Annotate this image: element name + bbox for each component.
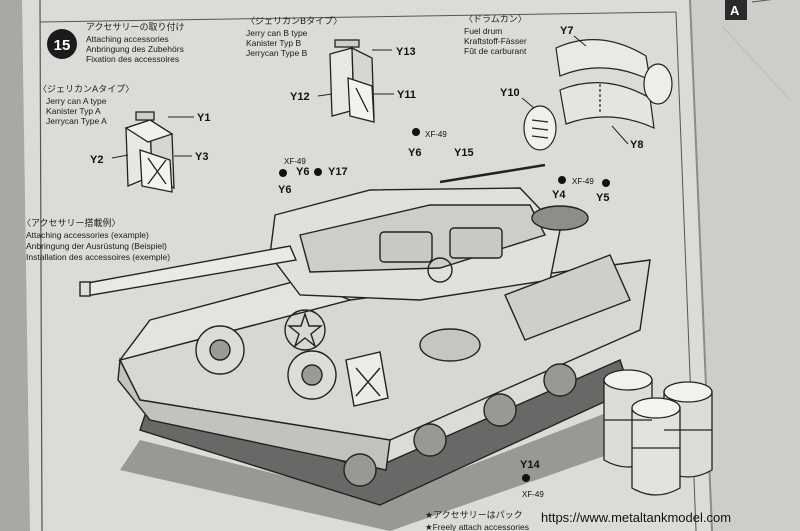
jerry-a-title-jp: 〈ジェリカンAタイプ〉 xyxy=(38,84,134,95)
paint-code-xf49-c: XF-49 xyxy=(572,177,594,186)
part-label-y11: Y11 xyxy=(397,89,416,101)
step-title-de: Anbringung des Zubehörs xyxy=(86,44,184,54)
step-number-badge xyxy=(47,29,77,59)
part-label-y15: Y15 xyxy=(454,147,474,159)
example-title-jp: 〈アクセサリー搭載例〉 xyxy=(22,217,121,229)
jerry-a-fr: Jerrycan Type A xyxy=(46,116,107,126)
fuel-drum-de: Kraftstoff-Fässer xyxy=(464,36,527,46)
jerry-can-a-drawing xyxy=(124,111,175,193)
jerry-b-title-jp: 〈ジェリカンBタイプ〉 xyxy=(246,16,342,27)
paint-dot-icon xyxy=(279,169,287,177)
leader-y8 xyxy=(611,125,629,145)
part-label-y6-turret: Y6 xyxy=(408,147,421,159)
part-label-y5: Y5 xyxy=(596,192,609,204)
footnote-jp: ★アクセサリーはパック xyxy=(425,510,523,521)
fuel-drums-drawing xyxy=(603,369,713,496)
jerry-b-de: Kanister Typ B xyxy=(246,38,301,48)
example-de: Anbringung der Ausrüstung (Beispiel) xyxy=(26,241,167,251)
leader-y2 xyxy=(111,154,129,159)
side-page-fold xyxy=(721,25,791,101)
paint-code-xf49-b: XF-49 xyxy=(425,130,447,139)
part-label-y10: Y10 xyxy=(500,87,520,99)
paint-dot-icon xyxy=(314,168,322,176)
adjacent-page xyxy=(690,0,800,531)
example-en: Attaching accessories (example) xyxy=(26,230,149,240)
part-label-y4: Y4 xyxy=(552,189,566,201)
paint-dot-icon xyxy=(558,176,566,184)
fuel-drum-drawing xyxy=(523,39,673,151)
paint-code-xf49-d: XF-49 xyxy=(522,490,544,499)
part-label-y14: Y14 xyxy=(520,459,540,471)
fuel-drum-fr: Fût de carburant xyxy=(464,46,527,56)
leader-y7 xyxy=(573,35,587,47)
part-label-y13: Y13 xyxy=(396,46,416,58)
part-label-y17: Y17 xyxy=(328,166,348,178)
paint-dot-icon xyxy=(602,179,610,187)
part-label-y6-lower: Y6 xyxy=(278,184,291,196)
part-label-y1: Y1 xyxy=(197,112,210,124)
jerry-a-en: Jerry can A type xyxy=(46,96,107,106)
paint-dot-icon xyxy=(522,474,530,482)
frame-line-top xyxy=(39,11,677,23)
step-title-fr: Fixation des accessoires xyxy=(86,54,179,64)
step-number: 15 xyxy=(54,37,71,54)
side-tab-label: A xyxy=(730,3,740,18)
frame-line-left xyxy=(39,0,43,531)
leader-y12 xyxy=(317,93,333,97)
tank-destroyer-drawing xyxy=(79,163,651,531)
paint-code-xf49-a: XF-49 xyxy=(284,157,306,166)
fuel-drum-en: Fuel drum xyxy=(464,26,502,36)
fuel-drum-title-jp: 〈ドラムカン〉 xyxy=(464,14,527,25)
step-title-jp: アクセサリーの取り付け xyxy=(86,22,185,33)
part-label-y3: Y3 xyxy=(195,151,208,163)
part-label-y7: Y7 xyxy=(560,25,573,37)
jerry-b-en: Jerry can B type xyxy=(246,28,308,38)
jerry-b-fr: Jerrycan Type B xyxy=(246,48,308,58)
step-title-en: Attaching accessories xyxy=(86,34,169,44)
side-page-rule xyxy=(751,0,773,3)
part-label-y2: Y2 xyxy=(90,154,103,166)
footnote-en: ★Freely attach accessories xyxy=(425,522,529,531)
jerry-can-b-drawing xyxy=(329,39,375,123)
jerry-a-de: Kanister Typ A xyxy=(46,106,101,116)
part-label-y8: Y8 xyxy=(630,139,643,151)
paint-dot-icon xyxy=(412,128,420,136)
leader-y10 xyxy=(521,97,535,109)
part-label-y6-left: Y6 xyxy=(296,166,309,178)
side-tab xyxy=(725,0,747,20)
part-label-y12: Y12 xyxy=(290,91,310,103)
watermark-url: https://www.metaltankmodel.com xyxy=(541,510,731,525)
example-fr: Installation des accessoires (exemple) xyxy=(26,252,170,262)
